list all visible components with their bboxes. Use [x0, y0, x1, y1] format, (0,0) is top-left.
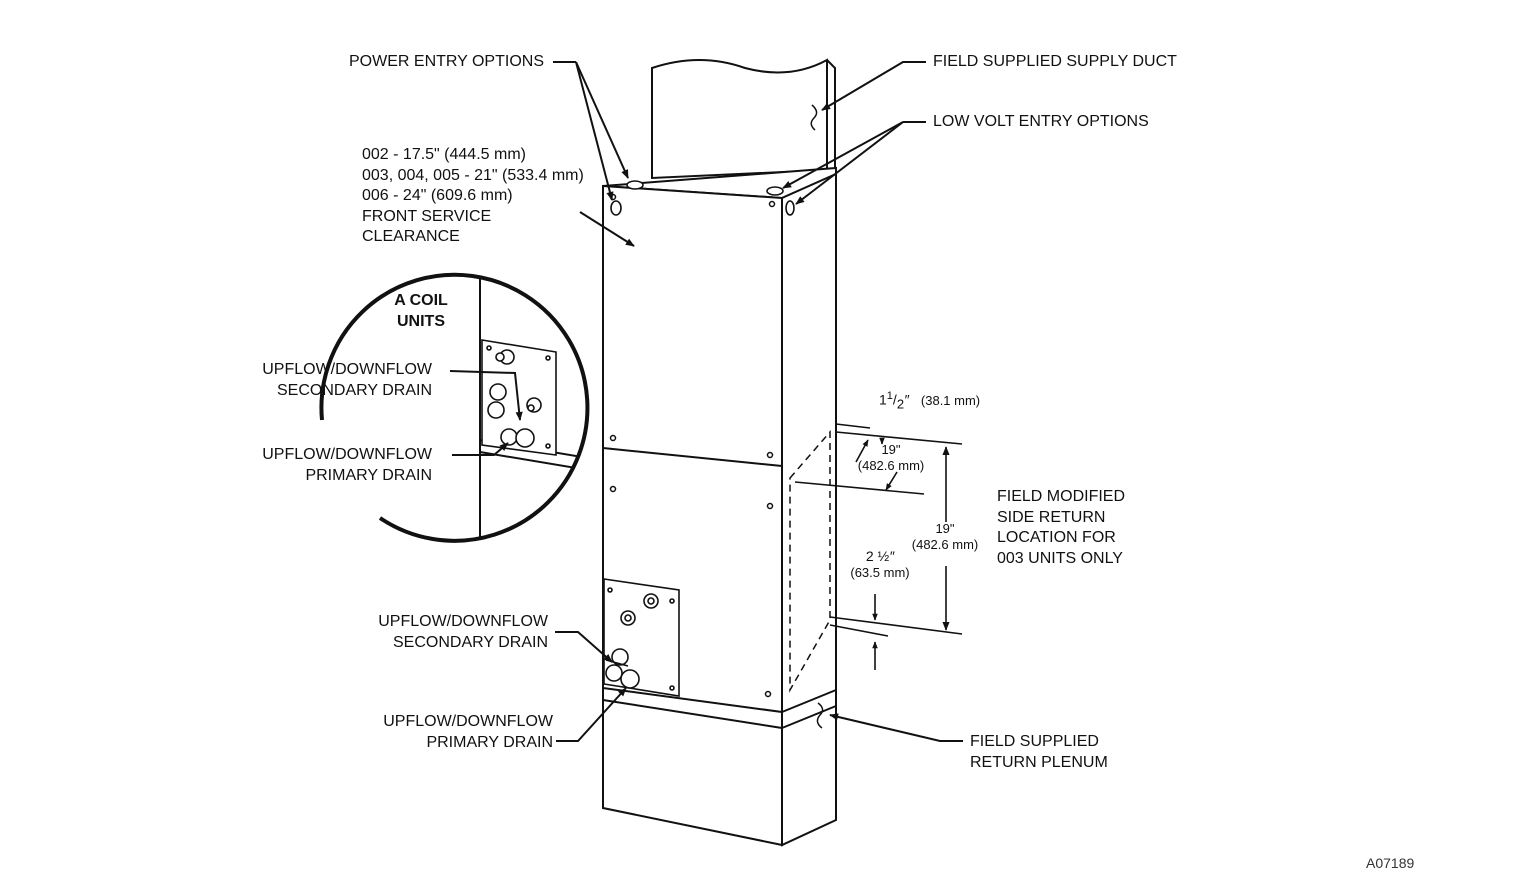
clearance-line: 002 - 17.5" (444.5 mm) [362, 146, 526, 163]
clearance-line: CLEARANCE [362, 228, 460, 245]
inset-primary-drain-label: UPFLOW/DOWNFLOW PRIMARY DRAIN [220, 445, 432, 486]
side-return-label: FIELD MODIFIED SIDE RETURN LOCATION FOR … [997, 487, 1125, 569]
drain-line: PRIMARY DRAIN [426, 733, 553, 751]
dim-inches: 19" [881, 442, 901, 457]
plenum-line: FIELD SUPPLIED [970, 733, 1099, 750]
figure-id: A07189 [1366, 855, 1415, 871]
dim-inches: 19" [935, 521, 955, 536]
dimension-lines [794, 423, 963, 670]
bottom-primary-drain-label: UPFLOW/DOWNFLOW PRIMARY DRAIN [341, 712, 553, 753]
dim-mm: (482.6 mm) [911, 537, 979, 552]
bottom-drain-panel [603, 578, 680, 697]
dim-mm: (63.5 mm) [850, 565, 910, 580]
side-return-outline [789, 429, 831, 693]
dim-inch-mark: ″ [904, 391, 910, 408]
dim-fraction: ½ [877, 548, 890, 564]
dim-19-vertical: 19" (482.6 mm) [907, 521, 983, 553]
clearance-line: 003, 004, 005 - 21" (533.4 mm) [362, 166, 584, 184]
service-clearance-label: 002 - 17.5" (444.5 mm) 003, 004, 005 - 2… [362, 145, 584, 248]
drain-line: SECONDARY DRAIN [393, 633, 548, 651]
clearance-line: FRONT SERVICE [362, 207, 492, 225]
a-coil-line: A COIL [394, 292, 448, 309]
unit-cabinet [602, 166, 837, 847]
a-coil-units-label: A COIL UNITS [381, 291, 461, 332]
drain-line: UPFLOW/DOWNFLOW [383, 713, 553, 730]
dim-mm: (38.1 mm) [920, 392, 981, 408]
dim-one-and-half: 11/2″ (38.1 mm) [879, 390, 981, 412]
side-return-line: SIDE RETURN [997, 508, 1106, 526]
side-return-line: 003 UNITS ONLY [997, 549, 1123, 567]
inset-secondary-drain-label: UPFLOW/DOWNFLOW SECONDARY DRAIN [220, 360, 432, 401]
supply-duct [651, 58, 836, 180]
clearance-line: 006 - 24" (609.6 mm) [362, 187, 513, 204]
drain-line: SECONDARY DRAIN [277, 381, 432, 399]
dim-denominator: 2 [896, 396, 905, 412]
side-return-line: FIELD MODIFIED [997, 488, 1126, 505]
low-volt-label: LOW VOLT ENTRY OPTIONS [933, 113, 1149, 130]
a-coil-line: UNITS [397, 312, 445, 330]
bottom-secondary-drain-label: UPFLOW/DOWNFLOW SECONDARY DRAIN [336, 612, 548, 653]
drain-line: UPFLOW/DOWNFLOW [378, 613, 548, 630]
dim-numerator: 1 [886, 390, 893, 402]
power-entry-label: POWER ENTRY OPTIONS [349, 53, 544, 70]
side-return-line: LOCATION FOR [997, 529, 1116, 546]
dim-19-upper: 19" (482.6 mm) [853, 442, 929, 474]
bottom-primary-fittings [605, 659, 640, 689]
dim-mm: (482.6 mm) [857, 458, 925, 473]
drain-line: UPFLOW/DOWNFLOW [262, 361, 432, 378]
inset-detail-circle [319, 272, 590, 543]
dim-two-and-half: 2 ½″ (63.5 mm) [844, 548, 916, 581]
return-plenum-label: FIELD SUPPLIED RETURN PLENUM [970, 732, 1108, 773]
leader-lines [449, 61, 963, 742]
drain-line: UPFLOW/DOWNFLOW [262, 446, 432, 463]
dim-whole: 1 [879, 391, 887, 408]
plenum-line: RETURN PLENUM [970, 753, 1108, 771]
dim-whole: 2 [865, 548, 874, 564]
entry-knockouts [610, 180, 795, 216]
supply-duct-label: FIELD SUPPLIED SUPPLY DUCT [933, 53, 1177, 70]
dim-inch-mark: ″ [889, 548, 895, 564]
drain-line: PRIMARY DRAIN [305, 466, 432, 484]
